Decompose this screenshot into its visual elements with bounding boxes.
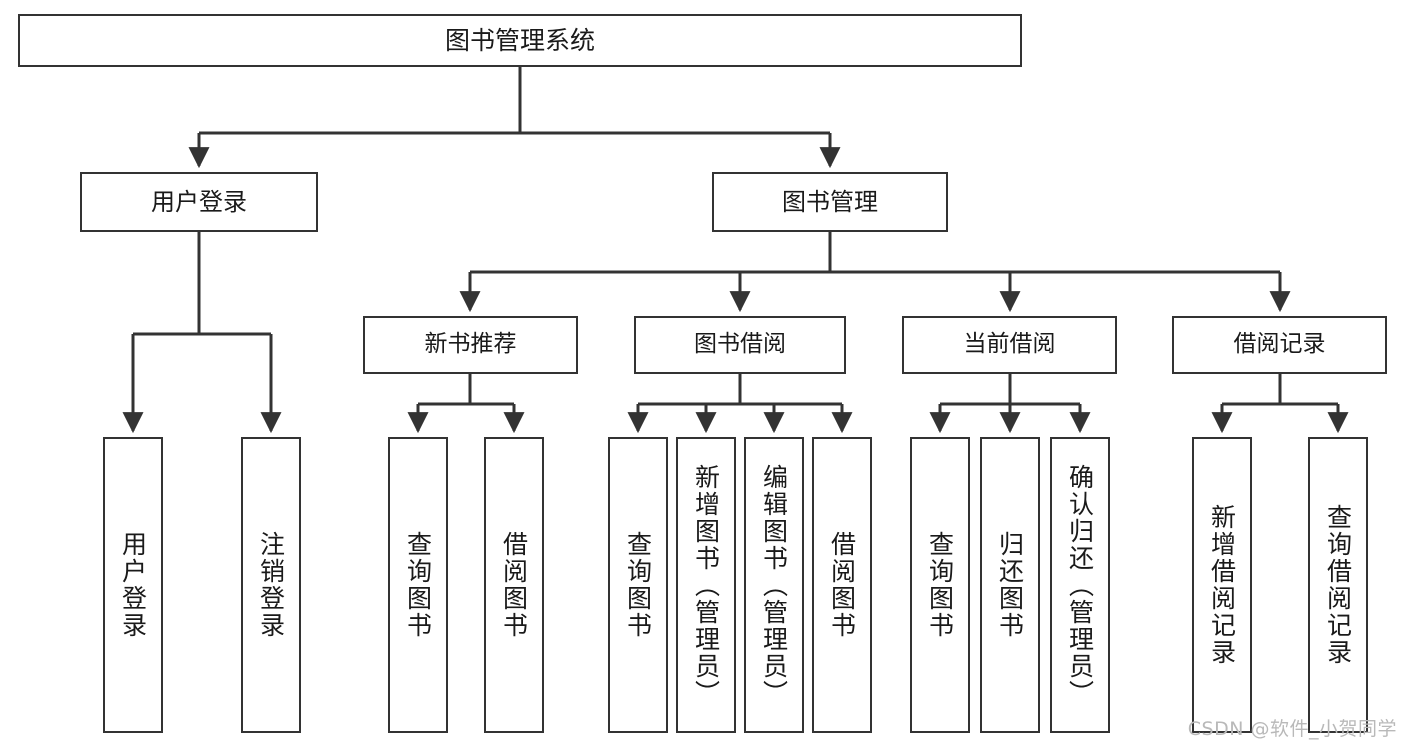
leaf-borrow-book[interactable]: 借阅图书 — [812, 437, 872, 733]
node-label: 借阅记录 — [1233, 331, 1326, 358]
node-label: 当前借阅 — [963, 331, 1056, 358]
node-label: 图书借阅 — [694, 331, 786, 358]
node-current-borrow[interactable]: 当前借阅 — [902, 316, 1117, 374]
node-borrow-record[interactable]: 借阅记录 — [1172, 316, 1387, 374]
leaf-query-book-borrow[interactable]: 查询图书 — [608, 437, 668, 733]
leaf-confirm-return-admin[interactable]: 确认归还（管理员） — [1050, 437, 1110, 733]
csdn-watermark: CSDN @软件_小贺同学 — [1187, 718, 1397, 740]
node-user-login[interactable]: 用户登录 — [80, 172, 318, 232]
leaf-add-borrow-record[interactable]: 新增借阅记录 — [1192, 437, 1252, 733]
node-new-book-recommendation[interactable]: 新书推荐 — [363, 316, 578, 374]
leaf-query-book-current[interactable]: 查询图书 — [910, 437, 970, 733]
leaf-query-book-new-book[interactable]: 查询图书 — [388, 437, 448, 733]
node-label: 确认归还（管理员） — [1065, 463, 1095, 707]
leaf-query-borrow-record[interactable]: 查询借阅记录 — [1308, 437, 1368, 733]
node-label: 借阅图书 — [827, 531, 857, 639]
node-label: 用户登录 — [118, 531, 148, 639]
node-label: 归还图书 — [995, 531, 1025, 639]
node-label: 查询图书 — [403, 531, 433, 639]
leaf-add-book-admin[interactable]: 新增图书（管理员） — [676, 437, 736, 733]
node-label: 借阅图书 — [499, 531, 529, 639]
node-book-borrow[interactable]: 图书借阅 — [634, 316, 846, 374]
node-label: 查询图书 — [925, 531, 955, 639]
node-label: 查询借阅记录 — [1323, 504, 1353, 666]
leaf-user-login[interactable]: 用户登录 — [103, 437, 163, 733]
node-label: 图书管理 — [782, 187, 878, 216]
node-label: 查询图书 — [623, 531, 653, 639]
node-label: 注销登录 — [256, 531, 286, 639]
node-label: 新书推荐 — [424, 331, 517, 358]
node-label: 用户登录 — [151, 187, 247, 216]
node-label: 新增借阅记录 — [1207, 504, 1237, 666]
leaf-edit-book-admin[interactable]: 编辑图书（管理员） — [744, 437, 804, 733]
leaf-logout-login[interactable]: 注销登录 — [241, 437, 301, 733]
node-book-management[interactable]: 图书管理 — [712, 172, 948, 232]
node-root-book-management-system[interactable]: 图书管理系统 — [18, 14, 1022, 67]
node-label: 图书管理系统 — [444, 25, 595, 55]
leaf-return-book[interactable]: 归还图书 — [980, 437, 1040, 733]
leaf-borrow-book-new-book[interactable]: 借阅图书 — [484, 437, 544, 733]
node-label: 新增图书（管理员） — [691, 463, 721, 707]
node-label: 编辑图书（管理员） — [759, 463, 789, 707]
